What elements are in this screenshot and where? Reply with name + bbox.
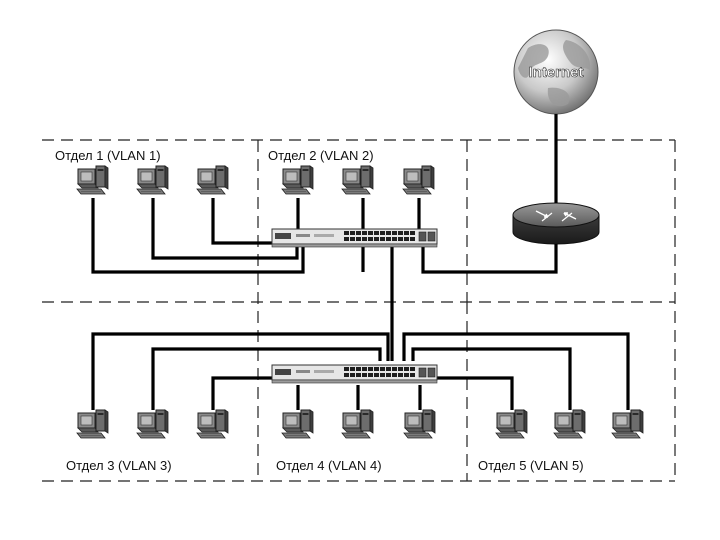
vlan3-computers [76,409,229,439]
computer-icon [341,409,374,439]
computer-icon [136,165,169,195]
computer-icon [495,409,528,439]
computer-icon [196,409,229,439]
computer-icon [403,409,436,439]
top-switch [271,228,438,248]
internet-globe-icon: Internet [513,29,599,115]
computer-icon [76,165,109,195]
vlan3-label: Отдел 3 (VLAN 3) [66,458,172,473]
computer-icon [402,165,435,195]
computer-icon [611,409,644,439]
vlan5-label: Отдел 5 (VLAN 5) [478,458,584,473]
internet-label: Internet [528,64,583,81]
vlan1-label: Отдел 1 (VLAN 1) [55,148,161,163]
bottom-switch [271,364,438,384]
computer-icon [76,409,109,439]
computer-icon [341,165,374,195]
vlan4-label: Отдел 4 (VLAN 4) [276,458,382,473]
computer-icon [196,165,229,195]
computer-icon [553,409,586,439]
computer-icon [136,409,169,439]
router-icon [512,202,600,245]
computer-icon [281,165,314,195]
vlan5-computers [495,409,644,439]
vlan2-computers [281,165,435,195]
computer-icon [281,409,314,439]
network-cables [91,114,630,410]
vlan2-label: Отдел 2 (VLAN 2) [268,148,374,163]
vlan-zone-boundaries [42,139,676,482]
vlan1-computers [76,165,229,195]
vlan4-computers [281,409,436,439]
